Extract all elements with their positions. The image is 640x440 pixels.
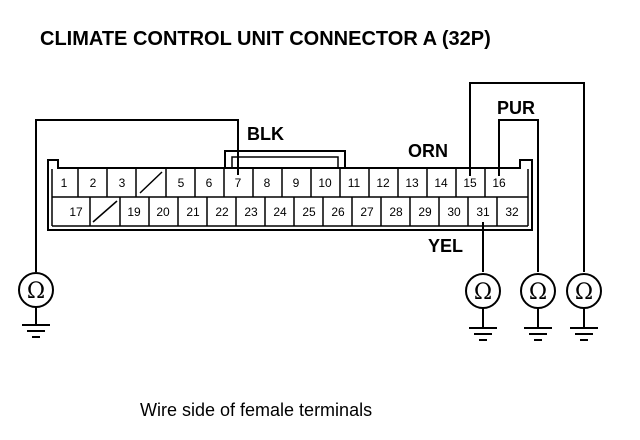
ohmmeter-yel: Ω <box>465 273 501 341</box>
diagram-caption: Wire side of female terminals <box>140 400 372 420</box>
pin-29: 29 <box>418 205 432 219</box>
pin-4-empty-slash <box>139 171 163 194</box>
pin-23: 23 <box>244 205 258 219</box>
ohm-icon: Ω <box>575 280 593 305</box>
bottom-row-grid <box>89 197 498 226</box>
pin-1: 1 <box>61 176 68 190</box>
pin-14: 14 <box>434 176 448 190</box>
pin-15: 15 <box>463 176 477 190</box>
diagram-title: CLIMATE CONTROL UNIT CONNECTOR A (32P) <box>40 28 491 50</box>
pin-24: 24 <box>273 205 287 219</box>
ohmmeter-pur: Ω <box>520 273 556 341</box>
wire-label-orn: ORN <box>408 141 448 161</box>
pin-11: 11 <box>348 176 361 190</box>
pin-5: 5 <box>178 176 185 190</box>
lead-wire-orn <box>469 82 585 272</box>
pin-27: 27 <box>360 205 374 219</box>
pin-13: 13 <box>405 176 419 190</box>
top-row-grid <box>77 169 486 197</box>
pin-19: 19 <box>127 205 141 219</box>
pin-9: 9 <box>293 176 300 190</box>
pin-17: 17 <box>69 205 83 219</box>
wire-label-pur: PUR <box>497 98 535 118</box>
pin-21: 21 <box>186 205 200 219</box>
lead-wire-pin7 <box>35 119 239 272</box>
ohm-icon: Ω <box>27 279 45 304</box>
pin-3: 3 <box>119 176 126 190</box>
wire-label-yel: YEL <box>428 236 463 256</box>
bottom-row-pins: 17 19 20 21 22 23 24 25 26 27 28 29 30 3… <box>69 205 519 219</box>
pin-30: 30 <box>447 205 461 219</box>
pin-2: 2 <box>90 176 97 190</box>
pin-7: 7 <box>235 176 242 190</box>
wire-label-blk: BLK <box>247 124 284 144</box>
pin-12: 12 <box>376 176 390 190</box>
ohm-icon: Ω <box>529 280 547 305</box>
ohm-icon: Ω <box>474 280 492 305</box>
connector-body <box>47 159 533 231</box>
ohmmeter-orn: Ω <box>566 273 602 341</box>
pin-26: 26 <box>331 205 345 219</box>
pin-25: 25 <box>302 205 316 219</box>
pin-22: 22 <box>215 205 229 219</box>
pin-28: 28 <box>389 205 403 219</box>
ohmmeter-left: Ω <box>18 272 54 338</box>
pin-8: 8 <box>264 176 271 190</box>
top-row-pins: 1 2 3 5 6 7 8 9 10 11 12 13 14 15 16 <box>61 176 506 190</box>
pin-20: 20 <box>156 205 170 219</box>
pin-10: 10 <box>318 176 332 190</box>
connector-lock-tab <box>224 150 346 168</box>
pin-16: 16 <box>492 176 506 190</box>
pin-18-empty-slash <box>92 200 118 223</box>
pin-31: 31 <box>476 205 490 219</box>
lead-wire-pur <box>498 119 539 272</box>
pin-6: 6 <box>206 176 213 190</box>
pin-32: 32 <box>505 205 519 219</box>
